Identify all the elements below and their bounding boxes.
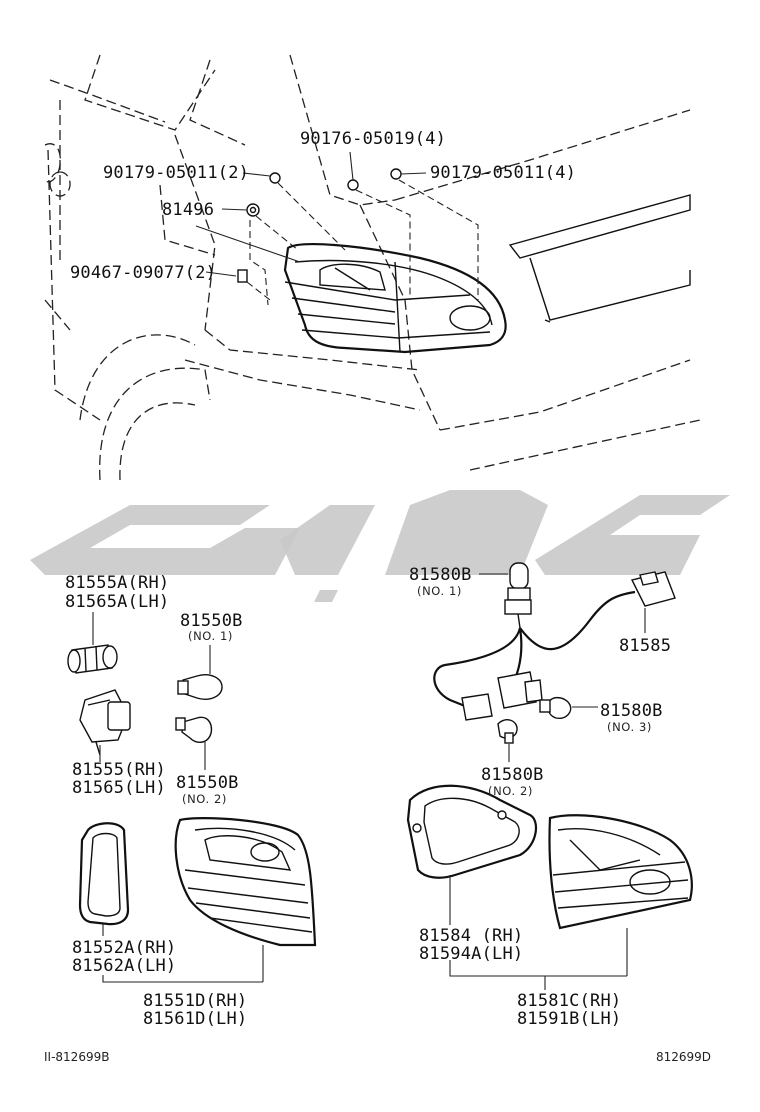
label-81550b-no2-sub: (NO. 2) bbox=[182, 792, 227, 806]
bulb-81580b-no3 bbox=[539, 696, 572, 720]
footer-left-code: II-812699B bbox=[44, 1050, 109, 1064]
wire-harness-81585 bbox=[433, 571, 676, 721]
fastener-icons bbox=[237, 168, 402, 283]
gasket-81584 bbox=[406, 784, 538, 879]
label-group: 90176-05019(4) 90179-05011(2) 90179-0501… bbox=[44, 129, 711, 1064]
bulb-81580b-no1 bbox=[504, 562, 532, 629]
label-81594a-lh: 81594A(LH) bbox=[419, 944, 523, 964]
label-81550b-no2: 81550B bbox=[176, 773, 239, 793]
label-81555-rh: 81555(RH) bbox=[72, 760, 166, 780]
label-81580b-no3-sub: (NO. 3) bbox=[607, 720, 652, 734]
label-81591b-lh: 81591B(LH) bbox=[517, 1009, 621, 1029]
label-81565a-lh: 81565A(LH) bbox=[65, 592, 169, 612]
label-81561d-lh: 81561D(LH) bbox=[143, 1009, 247, 1029]
label-90176-05019: 90176-05019(4) bbox=[300, 129, 446, 149]
upper-leader-lines bbox=[195, 151, 479, 306]
lens-81551d bbox=[174, 817, 317, 947]
label-81580b-no1-sub: (NO. 1) bbox=[417, 584, 462, 598]
bracket-81581c bbox=[449, 960, 627, 990]
label-81496: 81496 bbox=[162, 200, 214, 220]
upper-tail-lamp bbox=[283, 243, 507, 354]
label-81580b-no1: 81580B bbox=[409, 565, 472, 585]
label-81551d-rh: 81551D(RH) bbox=[143, 991, 247, 1011]
socket-81555a bbox=[67, 644, 118, 674]
label-90467-09077: 90467-09077(2) bbox=[70, 263, 216, 283]
label-81584-rh: 81584 (RH) bbox=[419, 926, 523, 946]
watermark-logo bbox=[30, 490, 730, 602]
gasket-81552a bbox=[78, 822, 130, 926]
label-90179-05011-4: 90179-05011(4) bbox=[430, 163, 576, 183]
label-81565-lh: 81565(LH) bbox=[72, 778, 166, 798]
bulb-81550b-no2 bbox=[175, 716, 213, 743]
label-81580b-no2: 81580B bbox=[481, 765, 544, 785]
label-81550b-no1: 81550B bbox=[180, 611, 243, 631]
car-body-outline bbox=[44, 54, 701, 481]
bulb-81550b-no1 bbox=[177, 674, 223, 700]
socket-81555 bbox=[79, 689, 131, 756]
label-81580b-no3: 81580B bbox=[600, 701, 663, 721]
footer-right-code: 812699D bbox=[656, 1050, 711, 1064]
bulb-81580b-no2 bbox=[497, 719, 518, 744]
inner-lamp-81581c bbox=[548, 814, 693, 930]
label-81555a-rh: 81555A(RH) bbox=[65, 573, 169, 593]
label-81552a-rh: 81552A(RH) bbox=[72, 938, 176, 958]
label-81562a-lh: 81562A(LH) bbox=[72, 956, 176, 976]
label-81581c-rh: 81581C(RH) bbox=[517, 991, 621, 1011]
bracket-81551d bbox=[102, 975, 263, 983]
label-81580b-no2-sub: (NO. 2) bbox=[488, 784, 533, 798]
label-90179-05011-2: 90179-05011(2) bbox=[103, 163, 249, 183]
label-81585: 81585 bbox=[619, 636, 671, 656]
label-81550b-no1-sub: (NO. 1) bbox=[188, 629, 233, 643]
